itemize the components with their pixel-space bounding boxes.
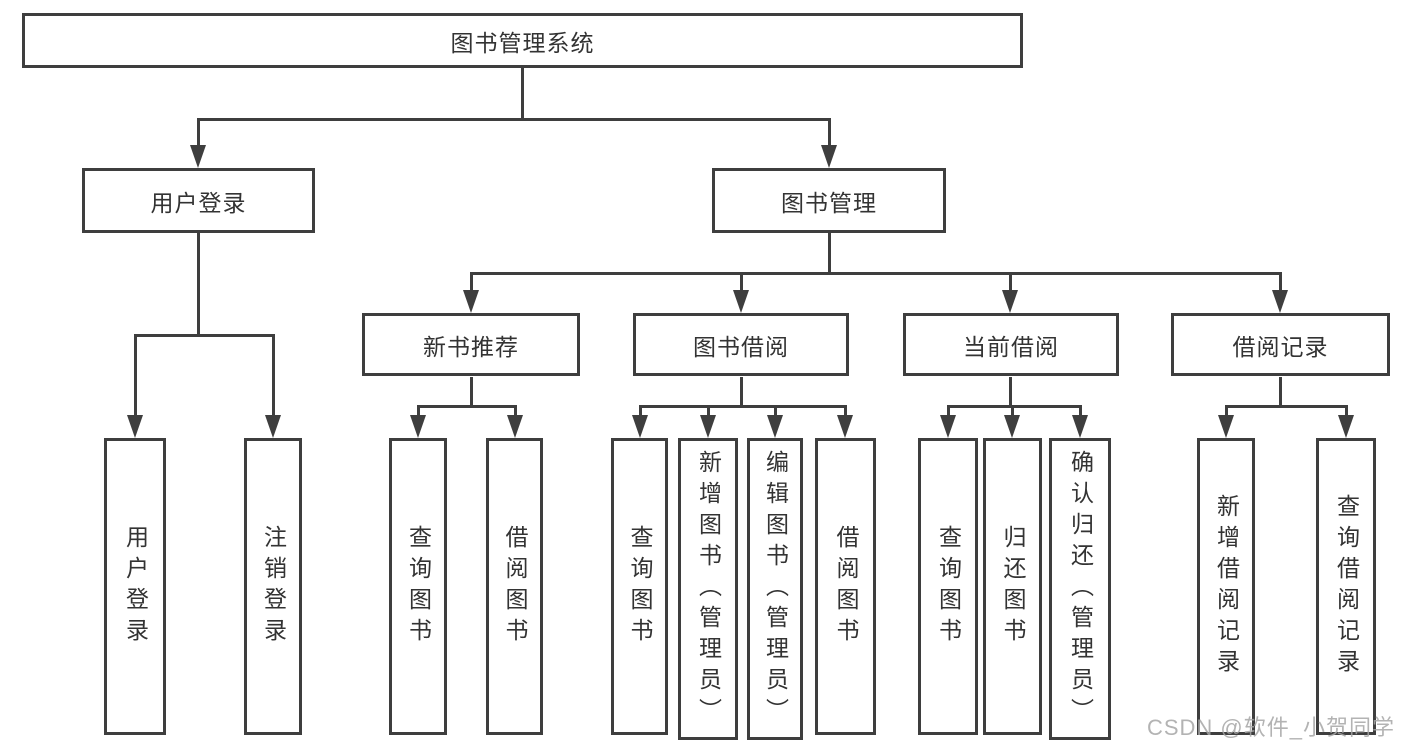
connector-arrow-down-icon [837,415,853,438]
leaf-query-books-current: 查询图书 [918,438,978,735]
connector-line [417,405,517,408]
connector-arrow-down-icon [632,415,648,438]
leaf-logout-label: 注销登录 [260,524,287,649]
connector-line [1345,405,1348,417]
leaf-return-books-label: 归还图书 [1000,524,1026,649]
leaf-borrow-books-recommend: 借阅图书 [486,438,543,735]
connector-line [1225,405,1228,417]
connector-arrow-down-icon [1004,415,1020,438]
node-book-borrow: 图书借阅 [633,313,849,376]
connector-line [1279,377,1282,407]
connector-line [1009,272,1012,294]
connector-line [470,272,473,294]
leaf-add-borrow-record: 新增借阅记录 [1197,438,1255,735]
node-book-management: 图书管理 [712,168,946,233]
connector-line [828,118,831,148]
leaf-query-books-recommend: 查询图书 [389,438,447,735]
leaf-add-books-admin: 新增图书（管理员） [678,438,738,740]
leaf-logout: 注销登录 [244,438,302,735]
node-borrow-records-label: 借阅记录 [1232,333,1329,360]
connector-line [828,233,831,275]
connector-line [417,405,420,417]
connector-arrow-down-icon [940,415,956,438]
leaf-confirm-return-admin-label: 确认归还（管理员） [1067,449,1094,729]
connector-arrow-down-icon [1072,415,1088,438]
watermark: CSDN @软件_小贺同学 [1146,715,1395,740]
node-root-label: 图书管理系统 [450,29,595,56]
node-current-borrow: 当前借阅 [903,313,1119,376]
connector-line [1279,272,1282,294]
leaf-query-books-borrow-label: 查询图书 [627,524,653,649]
connector-arrow-down-icon [1272,290,1288,313]
connector-line [639,405,846,408]
leaf-user-login: 用户登录 [104,438,166,735]
node-current-borrow-label: 当前借阅 [963,333,1059,360]
leaf-edit-books-admin: 编辑图书（管理员） [747,438,803,740]
leaf-add-borrow-record-label: 新增借阅记录 [1213,493,1240,680]
connector-line [197,118,831,121]
connector-arrow-down-icon [463,290,479,313]
connector-line [774,405,777,417]
connector-arrow-down-icon [1002,290,1018,313]
connector-arrow-down-icon [1218,415,1234,438]
leaf-borrow-books: 借阅图书 [815,438,876,735]
node-borrow-records: 借阅记录 [1171,313,1390,376]
connector-line [740,377,743,407]
connector-arrow-down-icon [767,415,783,438]
connector-line [947,405,950,417]
connector-line [844,405,847,417]
leaf-borrow-books-recommend-label: 借阅图书 [502,524,528,649]
leaf-confirm-return-admin: 确认归还（管理员） [1049,438,1111,740]
connector-line [1079,405,1082,417]
connector-line [1011,405,1014,417]
connector-line [272,334,275,418]
connector-arrow-down-icon [733,290,749,313]
connector-line [514,405,517,417]
node-user-login-label: 用户登录 [150,189,247,216]
connector-line [947,405,1081,408]
leaf-query-borrow-record-label: 查询借阅记录 [1333,493,1360,680]
leaf-query-books-borrow: 查询图书 [611,438,668,735]
connector-line [197,233,200,336]
connector-line [1009,377,1012,407]
connector-arrow-down-icon [507,415,523,438]
node-new-book-recommend-label: 新书推荐 [423,333,519,360]
leaf-borrow-books-label: 借阅图书 [833,524,859,649]
connector-line [134,334,137,418]
connector-arrow-down-icon [1338,415,1354,438]
leaf-query-borrow-record: 查询借阅记录 [1316,438,1376,735]
connector-arrow-down-icon [265,415,281,438]
connector-line [134,334,275,337]
leaf-query-books-recommend-label: 查询图书 [405,524,432,649]
connector-line [707,405,710,417]
connector-arrow-down-icon [821,145,837,168]
connector-arrow-down-icon [410,415,426,438]
leaf-edit-books-admin-label: 编辑图书（管理员） [762,449,789,729]
node-new-book-recommend: 新书推荐 [362,313,580,376]
connector-line [521,68,524,118]
connector-arrow-down-icon [190,145,206,168]
leaf-user-login-label: 用户登录 [122,524,149,649]
connector-line [470,272,1282,275]
node-book-borrow-label: 图书借阅 [693,333,789,360]
connector-line [470,377,473,407]
connector-line [639,405,642,417]
connector-line [740,272,743,294]
node-root: 图书管理系统 [22,13,1023,68]
connector-arrow-down-icon [700,415,716,438]
leaf-query-books-current-label: 查询图书 [935,524,962,649]
connector-arrow-down-icon [127,415,143,438]
node-user-login: 用户登录 [82,168,315,233]
leaf-return-books: 归还图书 [983,438,1042,735]
leaf-add-books-admin-label: 新增图书（管理员） [695,449,722,729]
connector-line [1225,405,1347,408]
node-book-management-label: 图书管理 [781,189,877,216]
connector-line [197,118,200,148]
